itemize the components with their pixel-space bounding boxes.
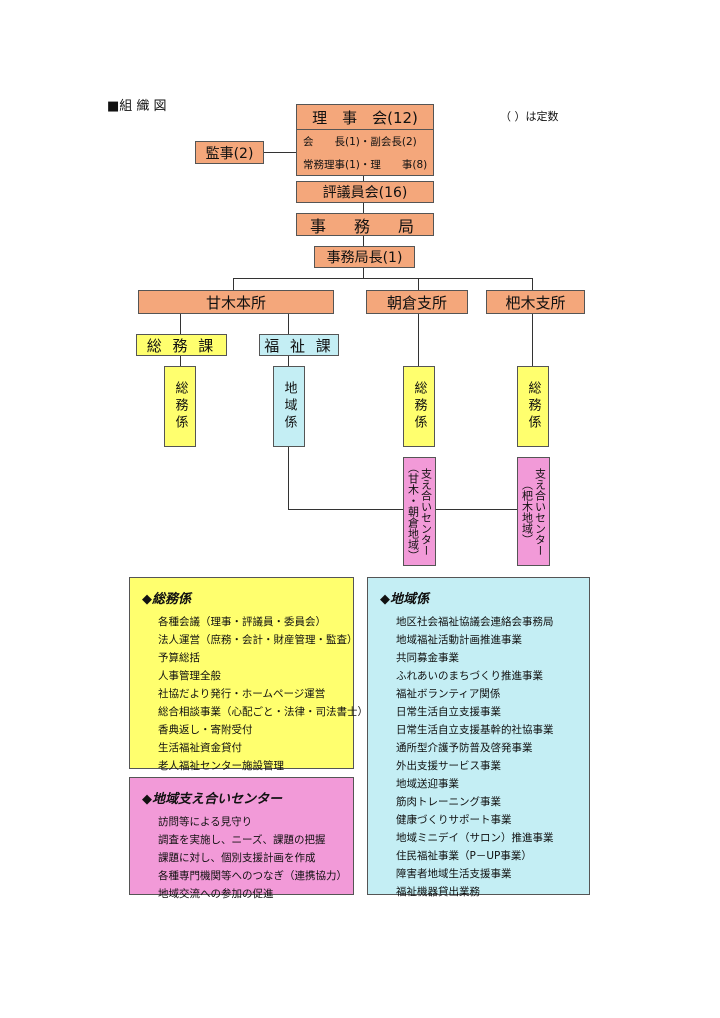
unit-haki-somu: 総務係 (517, 366, 549, 447)
list-item: 福祉機器貸出業務 (396, 886, 480, 898)
connector (363, 268, 364, 278)
panel-support-center: ◆地域支え合いセンター 訪問等による見守り 調査を実施し、ニーズ、課題の把握 課… (129, 777, 354, 900)
unit-asakura-somu-label: 総務係 (411, 381, 427, 432)
connector (180, 314, 181, 334)
section-somu-label: 総 務 課 (146, 336, 217, 355)
list-item: 地域送迎事業 (396, 778, 459, 790)
panel-somu: ◆総務係 各種会議（理事・評議員・委員会） 法人運営（庶務・会計・財産管理・監査… (129, 577, 368, 772)
auditor-box: 監事(2) (195, 141, 264, 164)
list-item: 日常生活自立支援事業 (396, 706, 501, 718)
office-haki: 杷木支所 (486, 290, 585, 314)
list-item: 老人福祉センター施設管理 (158, 760, 284, 772)
list-item: 生活福祉資金貸付 (158, 742, 242, 754)
section-fukushi-label: 福 祉 課 (264, 336, 334, 355)
unit-chiiki-kakari: 地域係 (273, 366, 305, 447)
list-item: 予算総括 (158, 652, 200, 664)
board-box: 理 事 会(12) 会 長(1)・副会長(2) 常務理事(1)・理 事(8) (296, 104, 434, 176)
board-directors: 常務理事(1)・理 事(8) (303, 159, 428, 171)
center-amagi-asakura-label: 支え合いセンター（甘木・朝倉地域） (406, 462, 433, 561)
connector (233, 278, 532, 279)
section-fukushi: 福 祉 課 (259, 334, 339, 356)
list-item: 課題に対し、個別支援計画を作成 (158, 852, 316, 864)
list-item: 地域交流への参加の促進 (158, 888, 274, 900)
connector (288, 509, 517, 510)
list-item: 地域福祉活動計画推進事業 (396, 634, 522, 646)
list-item: 各種会議（理事・評議員・委員会） (158, 616, 326, 628)
list-item: 各種専門機関等へのつなぎ（連携協力） (158, 870, 347, 882)
list-item: 共同募金事業 (396, 652, 459, 664)
office-asakura: 朝倉支所 (366, 290, 468, 314)
list-item: 法人運営（庶務・会計・財産管理・監査） (158, 634, 358, 646)
center-haki-label: 支え合いセンター（杷木地域） (520, 467, 547, 556)
page-title: ■組 織 図 (107, 99, 167, 114)
center-amagi-asakura: 支え合いセンター（甘木・朝倉地域） (403, 457, 436, 566)
list-item: 健康づくりサポート事業 (396, 814, 512, 826)
connector (288, 356, 289, 366)
secretary-general-box: 事務局長(1) (314, 246, 415, 268)
connector (363, 203, 364, 213)
list-item: 地区社会福祉協議会連絡会事務局 (396, 616, 554, 628)
unit-somu-kakari-label: 総務係 (172, 381, 188, 432)
connector (288, 447, 289, 509)
connector (532, 278, 533, 290)
connector (288, 314, 289, 334)
list-item: 社協だより発行・ホームページ運営 (158, 688, 326, 700)
list-item: 地域ミニデイ（サロン）推進事業 (396, 832, 554, 844)
list-item: 通所型介護予防普及啓発事業 (396, 742, 533, 754)
council-box: 評議員会(16) (296, 181, 434, 203)
unit-haki-somu-label: 総務係 (525, 381, 541, 432)
unit-somu-kakari: 総務係 (164, 366, 196, 447)
list-item: 障害者地域生活支援事業 (396, 868, 512, 880)
legend-note: （ ）は定数 (500, 110, 559, 123)
list-item: 調査を実施し、ニーズ、課題の把握 (158, 834, 326, 846)
list-item: ふれあいのまちづくり推進事業 (396, 670, 543, 682)
panel-somu-title: ◆総務係 (142, 592, 191, 607)
office-amagi: 甘木本所 (138, 290, 334, 314)
list-item: 訪問等による見守り (158, 816, 253, 828)
list-item: 香典返し・寄附受付 (158, 724, 253, 736)
list-item: 人事管理全般 (158, 670, 221, 682)
panel-chiiki-title: ◆地域係 (380, 592, 429, 607)
panel-chiiki: ◆地域係 地区社会福祉協議会連絡会事務局 地域福祉活動計画推進事業 共同募金事業… (367, 577, 590, 898)
connector (363, 236, 364, 246)
center-haki: 支え合いセンター（杷木地域） (517, 457, 550, 566)
unit-chiiki-kakari-label: 地域係 (281, 381, 297, 432)
list-item: 筋肉トレーニング事業 (396, 796, 501, 808)
connector (233, 278, 234, 290)
connector (180, 356, 181, 366)
list-item: 総合相談事業（心配ごと・法律・司法書士） (158, 706, 368, 718)
list-item: 福祉ボランティア関係 (396, 688, 501, 700)
panel-support-center-title: ◆地域支え合いセンター (142, 792, 282, 807)
list-item: 住民福祉事業（P－UP事業） (396, 850, 532, 862)
secretariat-box: 事 務 局 (296, 213, 434, 236)
section-somu: 総 務 課 (136, 334, 227, 356)
list-item: 日常生活自立支援基幹的社協事業 (396, 724, 554, 736)
connector (418, 278, 419, 290)
connector (363, 175, 364, 181)
list-item: 外出支援サービス事業 (396, 760, 501, 772)
board-title: 理 事 会(12) (297, 105, 433, 130)
secretariat-label: 事 務 局 (309, 216, 420, 236)
unit-asakura-somu: 総務係 (403, 366, 435, 447)
connector (264, 152, 296, 153)
connector (532, 314, 533, 366)
board-officers: 会 長(1)・副会長(2) (303, 136, 417, 148)
connector (418, 314, 419, 366)
